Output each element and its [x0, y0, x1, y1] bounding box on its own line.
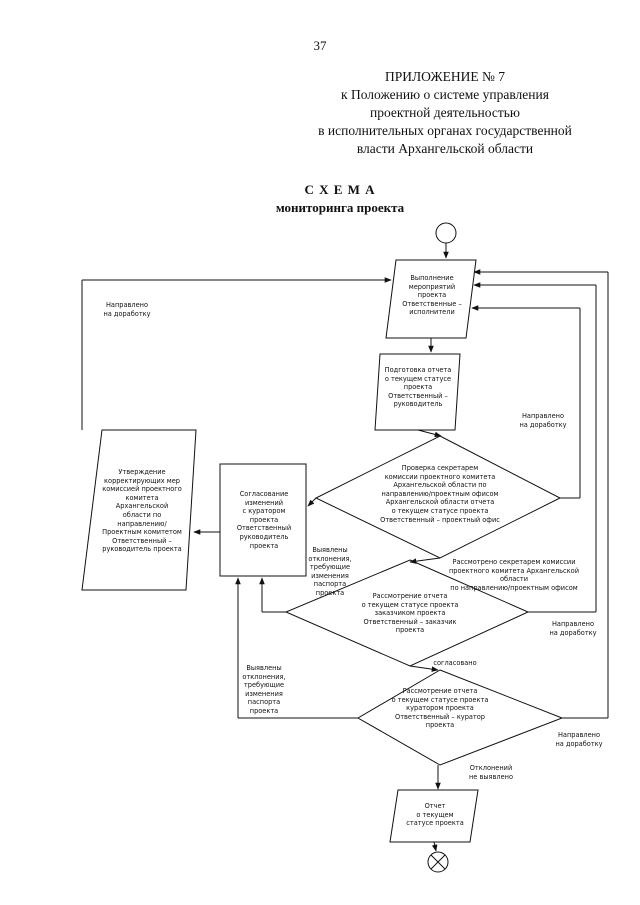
scheme-title: С Х Е М А: [304, 182, 376, 197]
agree-box: [219, 463, 307, 577]
label-rework-left: Направлено на доработку: [103, 301, 151, 318]
agree-text: Согласование изменений с куратором проек…: [236, 490, 292, 550]
label-agreed: согласовано: [433, 659, 477, 667]
appendix-header: ПРИЛОЖЕНИЕ № 7 к Положению о системе упр…: [290, 68, 600, 158]
label-rework-right-1: Направлено на доработку: [519, 412, 567, 429]
end-node: [427, 851, 449, 873]
prepare-text: Подготовка отчета о текущем статусе прое…: [384, 366, 452, 409]
appendix-line-2: проектной деятельностью: [369, 105, 521, 120]
label-no-deviations: Отклонений не выявлено: [468, 764, 514, 781]
label-rework-right-2: Направлено на доработку: [549, 620, 597, 637]
report-text: Отчет о текущем статусе проекта: [406, 802, 464, 828]
scheme-subtitle: мониторинга проекта: [275, 200, 405, 215]
curator-diamond: [357, 669, 564, 766]
curator-text: Рассмотрение отчета о текущем статусе пр…: [391, 687, 489, 730]
check-text: Проверка секретарем комиссии проектного …: [380, 464, 500, 524]
report-box: [389, 789, 479, 843]
approve-box: [81, 429, 197, 591]
appendix-line-3: в исполнительных органах государственной: [318, 123, 572, 138]
label-considered: Рассмотрено секретарем комиссии проектно…: [448, 558, 579, 592]
label-rework-right-3: Направлено на доработку: [555, 731, 603, 748]
execute-text: Выполнение мероприятий проекта Ответстве…: [402, 274, 462, 317]
customer-text: Рассмотрение отчета о текущем статусе пр…: [361, 592, 459, 635]
appendix-line-4: власти Архангельской области: [356, 141, 534, 156]
appendix-title: ПРИЛОЖЕНИЕ № 7: [384, 69, 506, 84]
label-deviations-1: Выявлены отклонения, требующие изменения…: [308, 546, 352, 597]
prepare-box: [374, 353, 461, 431]
approve-text: Утверждение корректирующих мер комиссией…: [102, 468, 182, 554]
page-number: 37: [313, 38, 327, 53]
start-node: [435, 222, 457, 244]
label-deviations-2: Выявлены отклонения, требующие изменения…: [242, 664, 286, 715]
execute-box: [385, 259, 477, 339]
appendix-line-1: к Положению о системе управления: [341, 87, 549, 102]
